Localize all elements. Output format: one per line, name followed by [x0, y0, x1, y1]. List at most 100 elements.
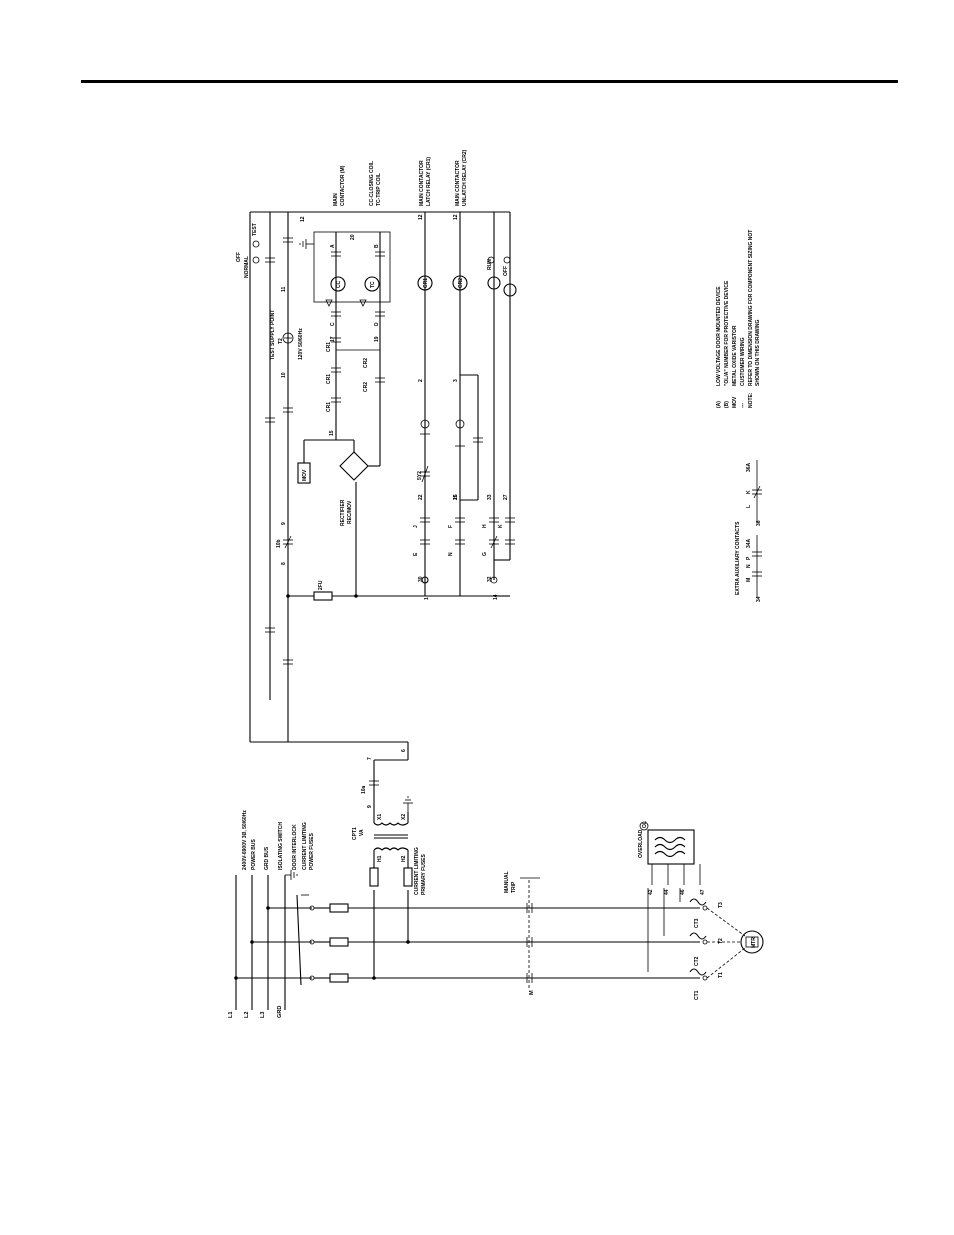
motor-label: MTR [751, 937, 757, 948]
rectifier-label: RECTIFIER [340, 499, 346, 526]
cpt-h2: H2 [401, 855, 407, 862]
ct1-label: CT1 [694, 990, 700, 1000]
fuse-2fu [286, 591, 500, 601]
wire-30: 30 [418, 576, 424, 582]
wire-22: 22 [418, 494, 424, 500]
isolating-switch [234, 894, 315, 986]
fuse-2fu-label: 2FU [318, 580, 324, 590]
aux-n: N [746, 564, 752, 568]
t2-label: T2 [278, 338, 284, 344]
legend-key-dash: --- [740, 403, 746, 408]
control-rail-left [249, 211, 510, 812]
legend-text-2: "OL/A" NUMBER FOR PROTECTIVE DEVICE [724, 280, 730, 386]
wire-10: 10 [281, 372, 287, 378]
cpt-x2: X2 [401, 814, 407, 820]
legend-text-5: REFER TO DIMENSION DRAWING FOR COMPONENT… [748, 230, 754, 386]
wire-12: 12 [300, 216, 306, 222]
door-interlock-label: DOOR INTERLOCK [292, 824, 298, 870]
wire-12-cr2: 12 [453, 214, 459, 220]
wire-47: 47 [700, 889, 706, 895]
legend-text-3: METAL OXIDE VARISTOR [732, 325, 738, 386]
selector-switch [265, 212, 293, 742]
unlatch-relay-label-2: UNLATCH RELAY (CR2) [462, 149, 468, 206]
wire-19: 19 [374, 336, 380, 342]
wire-17: 17 [330, 336, 336, 342]
legend-text-1: LOW VOLTAGE DOOR MOUNTED DEVICE [716, 286, 722, 386]
wire-46: 46 [680, 889, 686, 895]
overload-tag: OL [642, 821, 648, 828]
contact-10a-label: 10a [361, 785, 367, 794]
wire-42: 42 [648, 889, 654, 895]
test-supply-label: TEST SUPPLY POINT [270, 310, 276, 360]
cr-contacts [331, 337, 385, 403]
letter-c: C [330, 322, 336, 326]
letter-b: B [374, 244, 380, 248]
legend-key-a: (A) [716, 401, 722, 408]
selector-normal: NORMAL [244, 256, 250, 278]
cr1-contact-c: CR1 [326, 342, 332, 352]
wire-1: 1 [424, 597, 430, 600]
cpt-h1: H1 [377, 855, 383, 862]
motor-terminals [702, 905, 764, 981]
latch-relay-label-1: MAIN CONTACTOR [419, 160, 425, 206]
wire-6: 6 [401, 749, 407, 752]
latch-relay-label-2: LATCH RELAY (CR1) [426, 157, 432, 206]
extra-auxiliary-contacts [752, 460, 762, 598]
letter-a: A [330, 244, 336, 248]
line-label-l2: L2 [244, 1011, 250, 1018]
letter-k: K [498, 524, 504, 528]
trip-coil-label: TC-TRIP COIL [376, 173, 382, 206]
manual-trip-label-2: TRIP [511, 881, 517, 893]
wire-9b: 9 [281, 522, 287, 525]
wire-32: 32 [487, 576, 493, 582]
aux-36a: 36A [746, 462, 752, 472]
light-off-label: OFF [503, 266, 509, 276]
cr2-contact-b: CR2 [363, 358, 369, 368]
terminal-t2: T2 [718, 938, 724, 944]
test-supply-voltage: 120V 50/60Hz [298, 328, 304, 360]
grd-bus-label: GRD BUS [264, 846, 270, 870]
cc-coil-label: CC [336, 280, 342, 288]
wire-8: 8 [281, 562, 287, 565]
terminal-t1: T1 [718, 972, 724, 978]
legend-key-b: (B) [724, 401, 730, 408]
ct3-label: CT3 [694, 918, 700, 928]
cpt-x1: X1 [377, 814, 383, 820]
motor-power-lines [348, 907, 700, 980]
power-fuses-label-1: CURRENT LIMITING [302, 822, 308, 870]
wire-11: 11 [281, 286, 287, 292]
wire-9: 9 [367, 805, 373, 808]
main-contacts [520, 877, 540, 990]
selector-off: OFF [236, 252, 242, 262]
legend-text-4: CUSTOMER WIRING [740, 337, 746, 386]
legend-key-note: NOTE: [748, 392, 754, 408]
isolating-switch-label: ISOLATING SWITCH [278, 822, 284, 870]
tc-coil-label: TC [370, 281, 376, 288]
primary-fuses-label-1: CURRENT LIMITING [414, 847, 420, 895]
wire-27: 27 [503, 494, 509, 500]
overload-label: OVERLOAD [638, 829, 644, 858]
supply-label: 2400V-6900V 3Ø, 50/60Hz [242, 810, 248, 870]
line-label-l1: L1 [228, 1011, 234, 1018]
wire-3: 3 [453, 379, 459, 382]
aux-title: EXTRA AUXILIARY CONTACTS [735, 521, 741, 595]
overload-relay [647, 829, 701, 972]
current-transformers [689, 898, 707, 976]
letter-n: N [448, 552, 454, 556]
main-contact-label: M [529, 990, 535, 995]
line-label-l3: L3 [260, 1011, 266, 1018]
control-rungs [417, 212, 517, 597]
test-supply-point [282, 332, 294, 344]
page-top-rule [81, 80, 898, 83]
letter-e: E [413, 552, 419, 556]
letter-h: H [482, 524, 488, 528]
rectifier-type: REC/MOV [347, 500, 353, 524]
aux-k: K [746, 490, 752, 494]
wire-7: 7 [367, 757, 373, 760]
wire-25: 25 [453, 494, 459, 500]
cr1-contact-a: CR1 [326, 402, 332, 412]
power-fuses [314, 903, 349, 983]
cr2-contact-a: CR2 [363, 382, 369, 392]
aux-m: M [746, 578, 752, 582]
